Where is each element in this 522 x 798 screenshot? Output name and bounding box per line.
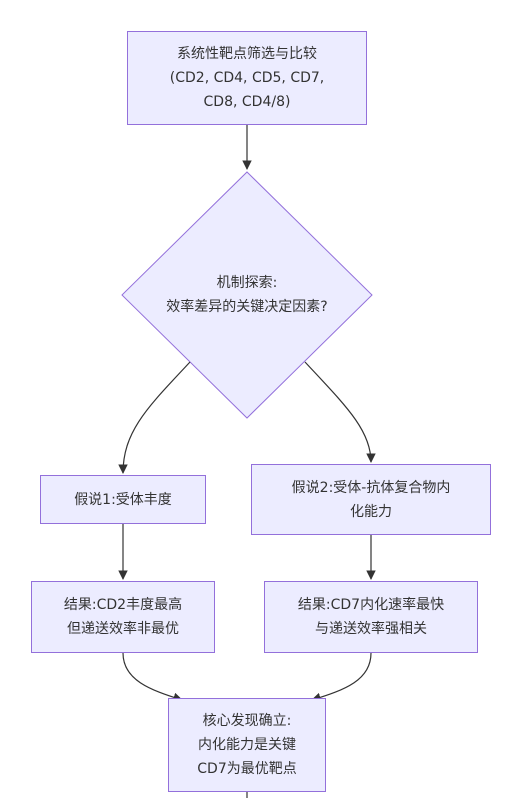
node-hypothesis1-line-1: 假说1:受体丰度 [74,491,172,508]
node-result2-line-2: 与递送效率强相关 [315,621,427,637]
edge-result1-to-finding [122,652,183,703]
edge-mechanism-to-hypothesis2 [304,361,376,463]
node-target-screening-line-1: 系统性靶点筛选与比较 [177,46,317,62]
node-hypothesis-receptor-abundance: 假说1:受体丰度 [40,475,206,524]
edge-result2-to-finding [311,652,372,703]
edge-mechanism-to-hypothesis1 [118,361,191,474]
node-finding-line-2: 内化能力是关键 [198,737,296,753]
node-result2-line-1: 结果:CD7内化速率最快 [297,597,445,613]
node-target-screening-line-2: (CD2, CD4, CD5, CD7, [169,70,325,86]
node-hypothesis-internalization: 假说2:受体-抗体复合物内 化能力 [251,464,491,535]
node-result-cd2: 结果:CD2丰度最高 但递送效率非最优 [31,581,215,653]
node-mechanism-line-2: 效率差异的关键决定因素? [166,299,328,315]
node-finding-line-1: 核心发现确立: [202,713,292,729]
node-mechanism-exploration: 机制探索: 效率差异的关键决定因素? [132,265,362,325]
node-result1-line-2: 但递送效率非最优 [67,621,179,637]
node-hypothesis2-line-2: 化能力 [350,503,392,520]
node-result-cd7: 结果:CD7内化速率最快 与递送效率强相关 [264,581,478,653]
node-mechanism-line-1: 机制探索: [216,275,278,291]
node-hypothesis2-line-1: 假说2:受体-抗体复合物内 [291,479,451,496]
mechanism-diamond [121,171,373,419]
node-target-screening: 系统性靶点筛选与比较 (CD2, CD4, CD5, CD7, CD8, CD4… [127,31,367,125]
node-core-finding: 核心发现确立: 内化能力是关键 CD7为最优靶点 [168,698,326,792]
node-result1-line-1: 结果:CD2丰度最高 [63,597,183,613]
node-target-screening-line-3: CD8, CD4/8) [203,94,291,110]
node-finding-line-3: CD7为最优靶点 [197,761,297,777]
